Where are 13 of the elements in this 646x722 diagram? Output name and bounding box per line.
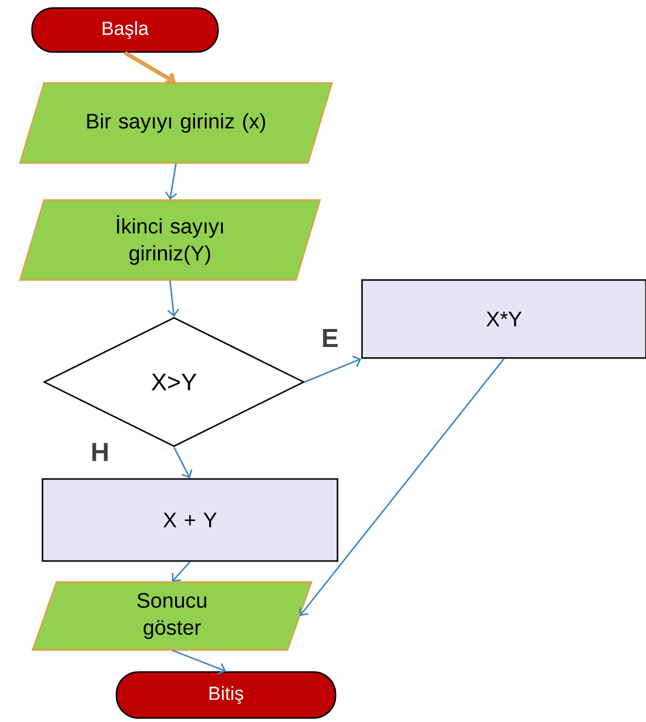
arrow <box>172 650 226 674</box>
edge-label: E <box>320 328 340 348</box>
arrow <box>167 280 180 317</box>
arrow <box>304 356 362 383</box>
arrow <box>173 446 192 478</box>
arrow <box>299 358 505 616</box>
arrow <box>165 163 178 200</box>
input-output-parallelogram: İkinci sayıyı giriniz(Y) <box>19 199 321 281</box>
process-box: X + Y <box>42 478 338 562</box>
process-box: X*Y <box>361 279 646 359</box>
arrow <box>124 51 176 85</box>
arrow <box>172 561 191 582</box>
input-output-parallelogram: Bir sayıyı giriniz (x) <box>19 82 334 164</box>
